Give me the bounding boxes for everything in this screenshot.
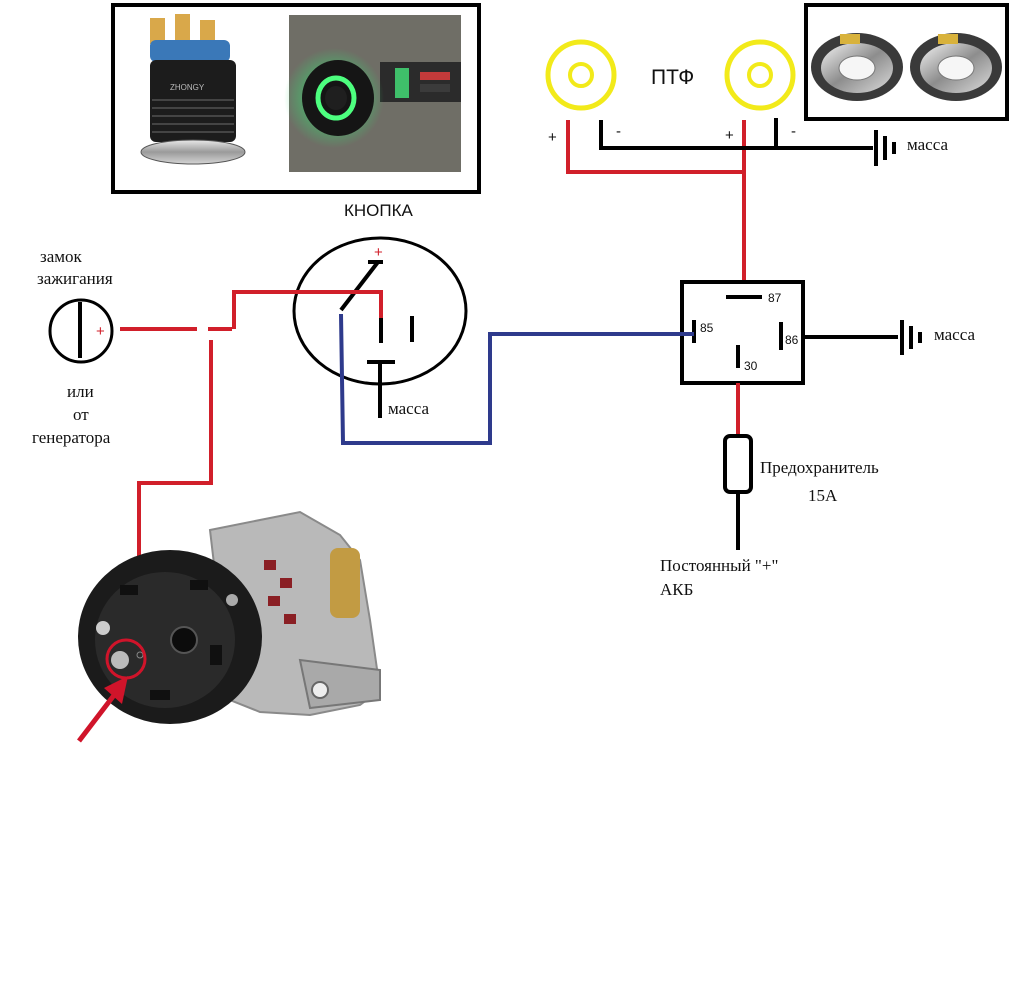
relay-pin-30: 30 xyxy=(744,359,758,373)
fog-lamp-right xyxy=(724,39,796,111)
ground-symbol-icon xyxy=(874,130,896,166)
push-button-photo: ZHONGY xyxy=(140,14,246,165)
switch-control-wire xyxy=(339,313,694,445)
arrow-icon xyxy=(77,676,128,743)
button-label: КНОПКА xyxy=(344,201,414,220)
relay-pin-85: 85 xyxy=(700,321,714,335)
relay-pin-87: 87 xyxy=(768,291,782,305)
button-photo-frame: ZHONGY xyxy=(111,3,481,194)
relay-pin-86: 86 xyxy=(785,333,799,347)
fog-lamp-photo xyxy=(811,33,1002,101)
ignition-plus-sign: + xyxy=(96,323,105,340)
ignition-lock-icon: + xyxy=(48,298,114,364)
ignition-label-line2: зажигания xyxy=(37,269,113,288)
button-ring-text: ZHONGY xyxy=(170,83,205,92)
switch-plus-sign: + xyxy=(374,244,383,261)
lamp2-plus-sign: + xyxy=(725,127,734,144)
fog-lamp-left xyxy=(545,39,617,111)
fog-lamps-label: ПТФ xyxy=(651,66,694,89)
battery-label-line2: АКБ xyxy=(660,580,693,599)
lamp2-minus-sign: - xyxy=(791,123,796,140)
fog-lamp-photo-frame xyxy=(804,3,1009,121)
ground-symbol-icon xyxy=(900,320,922,355)
fuse-label-line2: 15А xyxy=(808,486,838,505)
ground-lamps-label: масса xyxy=(907,135,948,154)
lamp-positive-wire xyxy=(566,120,746,282)
ground-button-label: масса xyxy=(388,399,429,418)
alternator-label-line1: или xyxy=(67,382,94,401)
relay-icon: 87 85 86 30 xyxy=(680,280,805,385)
illuminated-button-photo xyxy=(284,15,461,172)
alternator-label-line3: генератора xyxy=(32,428,111,447)
lamp1-minus-sign: - xyxy=(616,123,621,140)
fuse-icon xyxy=(723,434,753,494)
ignition-label-line1: замок xyxy=(40,247,83,266)
lamp-ground-wire xyxy=(599,118,873,150)
switch-symbol: + xyxy=(292,236,468,418)
ground-relay-label: масса xyxy=(934,325,975,344)
alternator-label-line2: от xyxy=(73,405,89,424)
lamp1-plus-sign: + xyxy=(548,129,557,146)
fuse-label-line1: Предохранитель xyxy=(760,458,879,477)
battery-label-line1: Постоянный "+" xyxy=(660,556,778,575)
